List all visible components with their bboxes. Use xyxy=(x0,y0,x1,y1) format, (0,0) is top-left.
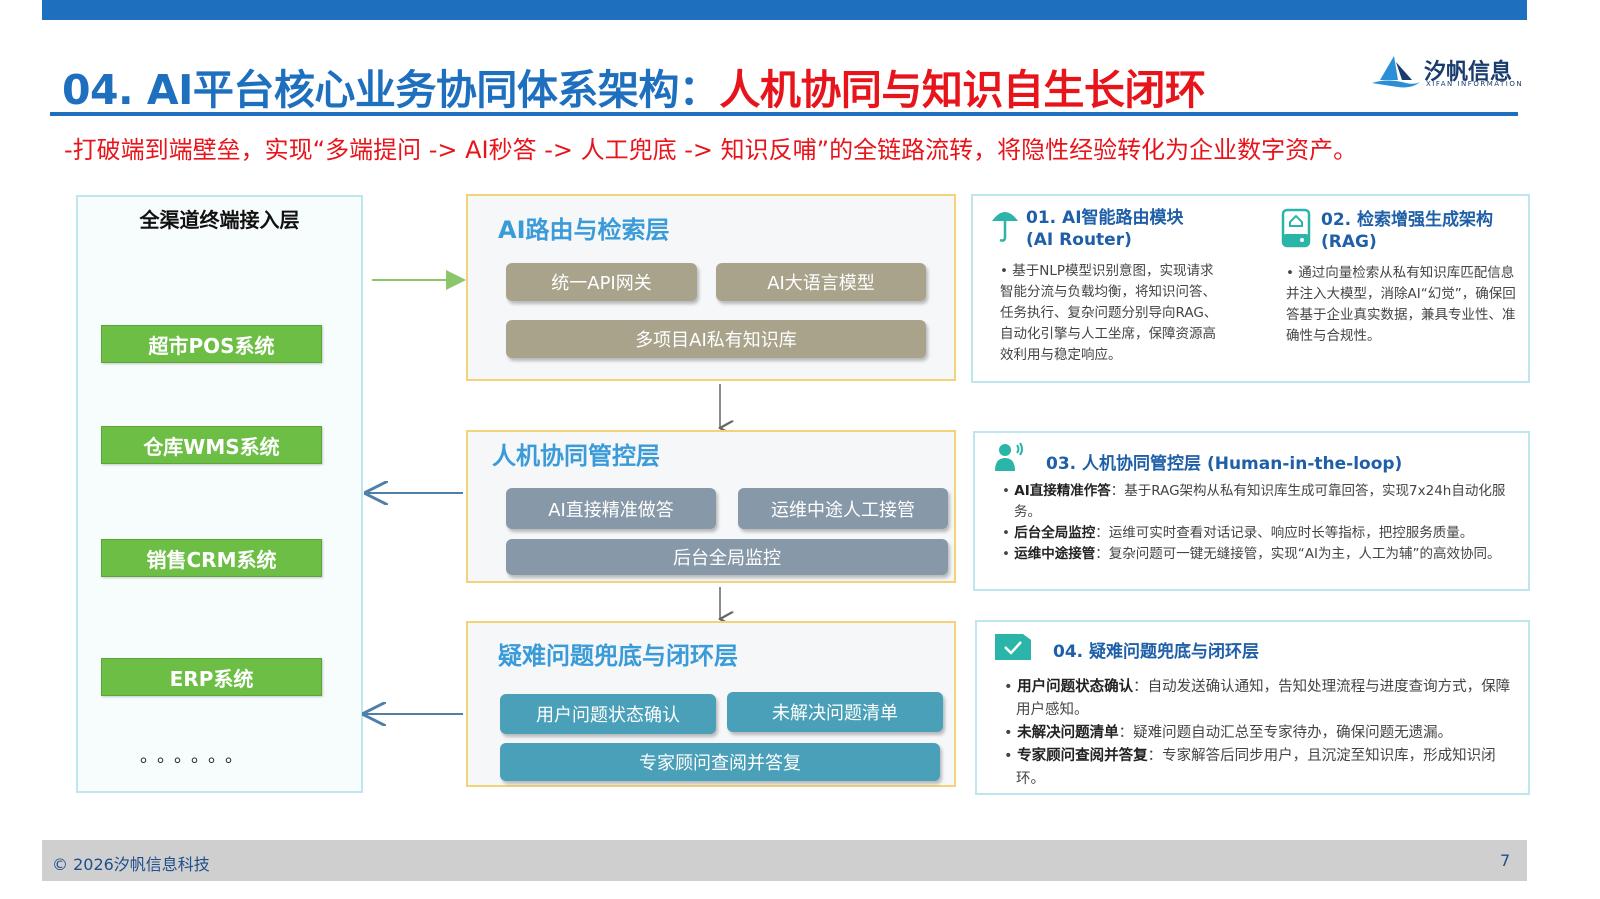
hitl-item-text: ：运维可实时查看对话记录、响应时长等指标，把控服务质量。 xyxy=(1095,525,1474,541)
fallback-item-text: ：专家解答后同步用户，且沉淀至知识库，形成知识闭环。 xyxy=(1016,748,1496,787)
system-erp: ERP系统 xyxy=(101,658,322,696)
page-title: 04. AI平台核心业务协同体系架构：人机协同与知识自生长闭环 xyxy=(62,56,1206,116)
unresolved-list-box: 未解决问题清单 xyxy=(727,692,943,732)
page-number: 7 xyxy=(1500,851,1511,870)
page-title-main: 04. AI平台核心业务协同体系架构： xyxy=(62,66,720,114)
hitl-item: • 后台全局监控：运维可实时查看对话记录、响应时长等指标，把控服务质量。 xyxy=(1002,525,1474,541)
hitl-item-label: AI直接精准作答 xyxy=(1014,483,1111,499)
expert-reply-box: 专家顾问查阅并答复 xyxy=(500,743,940,781)
rag-card-subtitle: (RAG) xyxy=(1321,232,1377,252)
fallback-item-label: 专家顾问查阅并答复 xyxy=(1017,748,1148,764)
router-card-subtitle: (AI Router) xyxy=(1026,230,1132,250)
hitl-item-text: ：基于RAG架构从私有知识库生成可靠回答，实现7x24h自动化服务。 xyxy=(1014,483,1506,520)
rag-card-body: • 通过向量检索从私有知识库匹配信息并注入大模型，消除AI“幻觉”，确保回答基于… xyxy=(1286,265,1516,344)
sailboat-logo-icon xyxy=(1372,56,1420,88)
fallback-item: • 专家顾问查阅并答复：专家解答后同步用户，且沉淀至知识库，形成知识闭环。 xyxy=(1004,748,1496,787)
api-gateway-box: 统一API网关 xyxy=(506,263,697,301)
fallback-item-label: 未解决问题清单 xyxy=(1017,725,1119,741)
fallback-item: • 未解决问题清单：疑难问题自动汇总至专家待办，确保问题无遗漏。 xyxy=(1004,725,1453,741)
routing-layer-title: AI路由与检索层 xyxy=(498,216,670,244)
more-systems-ellipsis: 。。。。。。 xyxy=(140,746,251,767)
user-speaking-icon xyxy=(995,442,1023,471)
ai-direct-answer-box: AI直接精准做答 xyxy=(506,488,716,529)
top-accent-bar xyxy=(42,0,1527,20)
hitl-item: • AI直接精准作答：基于RAG架构从私有知识库生成可靠回答，实现7x24h自动… xyxy=(1002,483,1506,520)
router-card-body: • 基于NLP模型识别意图，实现请求智能分流与负载均衡，将知识问答、任务执行、复… xyxy=(1000,263,1218,363)
channel-access-title: 全渠道终端接入层 xyxy=(139,208,300,232)
system-wms: 仓库WMS系统 xyxy=(101,426,322,464)
llm-box: AI大语言模型 xyxy=(716,263,926,301)
hitl-card xyxy=(973,431,1530,591)
system-pos: 超市POS系统 xyxy=(101,325,322,363)
system-crm: 销售CRM系统 xyxy=(101,539,322,577)
status-confirm-box: 用户问题状态确认 xyxy=(500,694,716,734)
hitl-item-text: ：复杂问题可一键无缝接管，实现“AI为主，人工为辅”的高效协同。 xyxy=(1095,546,1501,562)
fallback-card-title: 04. 疑难问题兜底与闭环层 xyxy=(1053,642,1260,662)
fallback-item-text: ：自动发送确认通知，告知处理流程与进度查询方式，保障用户感知。 xyxy=(1016,679,1511,718)
hitl-item: • 运维中途接管：复杂问题可一键无缝接管，实现“AI为主，人工为辅”的高效协同。 xyxy=(1002,546,1501,562)
manual-takeover-box: 运维中途人工接管 xyxy=(738,488,948,529)
rag-card-title: 02. 检索增强生成架构 xyxy=(1321,210,1494,230)
fallback-layer-title: 疑难问题兜底与闭环层 xyxy=(498,642,738,670)
fallback-item-label: 用户问题状态确认 xyxy=(1017,679,1134,695)
database-icon xyxy=(1281,208,1311,248)
hitl-card-title: 03. 人机协同管控层 (Human-in-the-loop) xyxy=(1046,454,1403,474)
fallback-card xyxy=(975,620,1530,795)
hitl-card-list: • AI直接精准作答：基于RAG架构从私有知识库生成可靠回答，实现7x24h自动… xyxy=(1002,481,1516,565)
footer-bar xyxy=(42,840,1527,881)
private-knowledge-base-box: 多项目AI私有知识库 xyxy=(506,320,926,358)
global-monitoring-box: 后台全局监控 xyxy=(506,539,948,575)
fallback-card-list: • 用户问题状态确认：自动发送确认通知，告知处理流程与进度查询方式，保障用户感知… xyxy=(1004,676,1516,791)
fallback-item: • 用户问题状态确认：自动发送确认通知，告知处理流程与进度查询方式，保障用户感知… xyxy=(1004,679,1511,718)
router-card-title: 01. AI智能路由模块 xyxy=(1026,208,1184,228)
page-subtitle: -打破端到端壁垒，实现“多端提问 -> AI秒答 -> 人工兜底 -> 知识反哺… xyxy=(64,136,1358,164)
logo-brand-name: 汐帆信息 xyxy=(1424,60,1513,85)
envelope-check-icon xyxy=(995,634,1031,660)
router-rag-card xyxy=(971,194,1530,383)
hitl-item-label: 运维中途接管 xyxy=(1014,546,1096,562)
title-underline xyxy=(50,112,1518,116)
umbrella-icon xyxy=(992,212,1018,242)
hitl-item-label: 后台全局监控 xyxy=(1014,525,1096,541)
page-title-highlight: 人机协同与知识自生长闭环 xyxy=(719,66,1206,114)
footer-copyright: © 2026汐帆信息科技 xyxy=(52,855,210,874)
collab-layer-title: 人机协同管控层 xyxy=(492,442,660,470)
company-logo: 汐帆信息 XIFAN INFORMATION xyxy=(1368,52,1528,92)
logo-brand-subtitle: XIFAN INFORMATION xyxy=(1426,80,1524,88)
fallback-item-text: ：疑难问题自动汇总至专家待办，确保问题无遗漏。 xyxy=(1118,725,1453,741)
